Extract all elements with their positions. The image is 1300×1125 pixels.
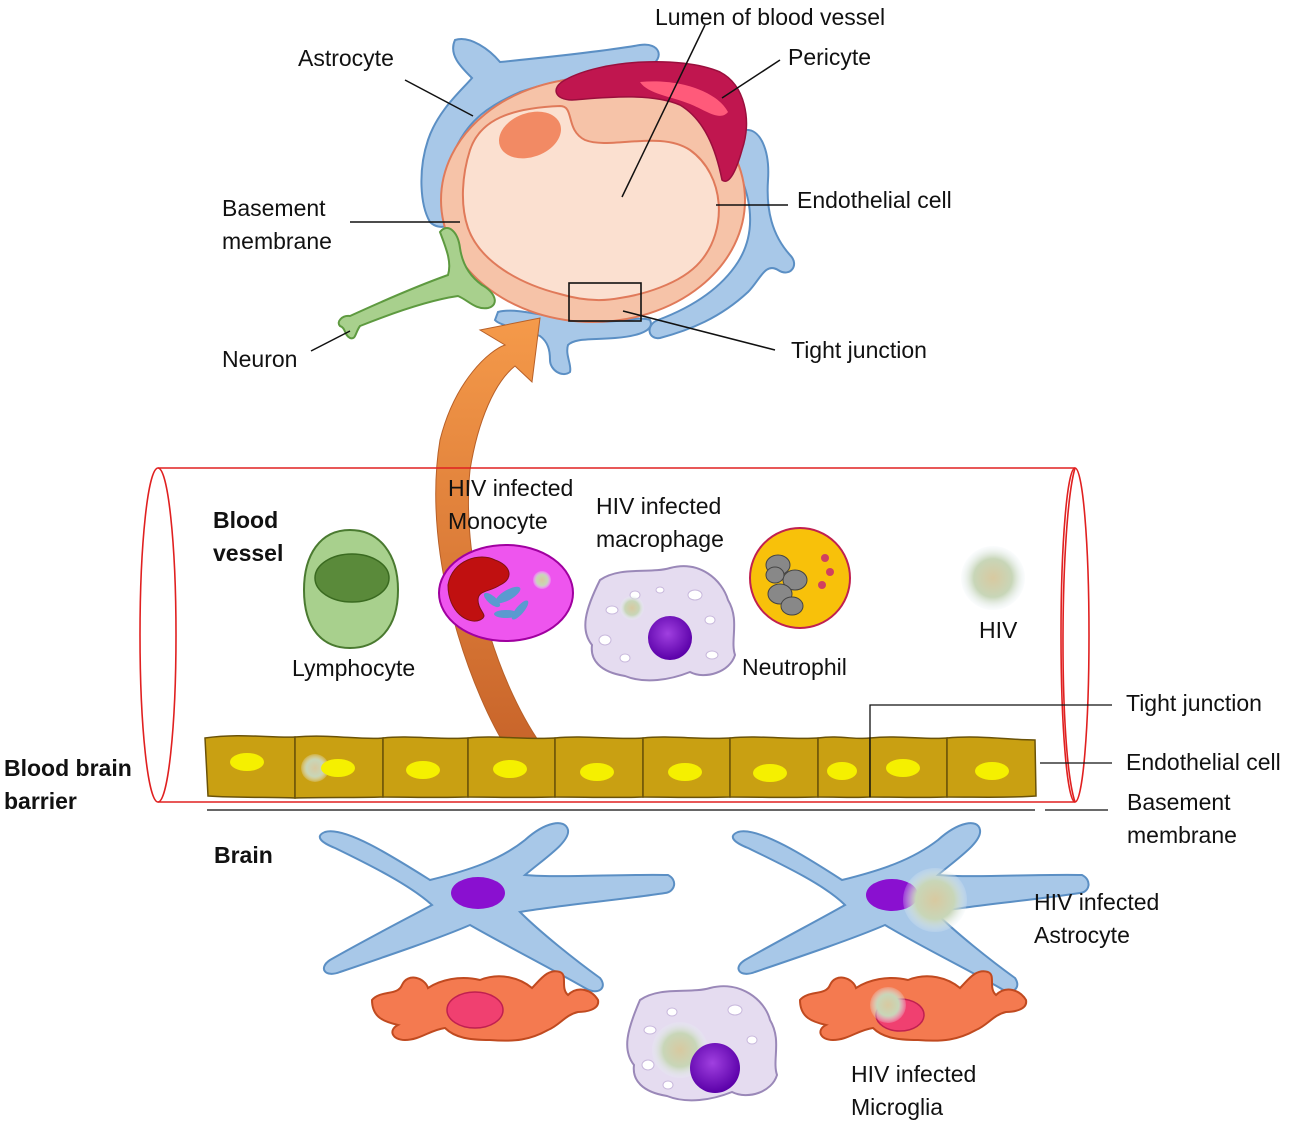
label-basement-membrane-bottom-line1: Basement <box>1127 789 1231 815</box>
label-hiv-monocyte-line1: HIV infected <box>448 475 574 501</box>
microglia-hiv-particle <box>870 987 906 1023</box>
label-blood-vessel: Blood vessel <box>213 504 283 570</box>
astrocyte-right-shape <box>648 128 796 340</box>
microglia-left-nucleus <box>446 991 504 1029</box>
label-basement-membrane-bottom-line2: membrane <box>1127 822 1237 848</box>
label-hiv-microglia: HIV infected Microglia <box>851 1058 976 1124</box>
label-basement-membrane-bottom: Basement membrane <box>1127 786 1237 852</box>
label-bbb-line2: barrier <box>4 788 77 814</box>
barrier-leader-lines <box>869 704 1112 811</box>
label-hiv-monocyte: HIV infected Monocyte <box>448 472 573 538</box>
label-hiv-microglia-line2: Microglia <box>851 1094 944 1120</box>
vessel-cross-section <box>310 24 796 376</box>
neutrophil-cell <box>749 527 851 629</box>
label-hiv-macrophage-line2: macrophage <box>596 526 724 552</box>
tight-junction-box <box>568 282 642 322</box>
label-endothelial-cell-top: Endothelial cell <box>797 187 952 213</box>
label-hiv-astrocyte-line2: Astrocyte <box>1034 922 1130 948</box>
pericyte-nucleus <box>640 81 728 116</box>
label-basement-membrane-top-line1: Basement <box>222 195 326 221</box>
macrophage-cell <box>584 565 737 682</box>
label-blood-vessel-line2: vessel <box>213 540 284 566</box>
neuron-shape <box>337 227 496 340</box>
astrocyte-hiv-particle <box>903 868 967 932</box>
endothelial-nucleus <box>499 111 561 159</box>
top-leader-lines <box>310 24 788 352</box>
label-basement-membrane-top-line2: membrane <box>222 228 332 254</box>
endothelial-nuclei <box>230 753 1009 782</box>
label-hiv-macrophage-line1: HIV infected <box>596 493 722 519</box>
label-lymphocyte: Lymphocyte <box>292 655 416 681</box>
label-neuron: Neuron <box>222 346 298 372</box>
label-blood-vessel-line1: Blood <box>213 507 279 533</box>
label-tight-junction-bottom: Tight junction <box>1126 690 1262 716</box>
label-hiv-monocyte-line2: Monocyte <box>448 508 548 534</box>
label-hiv: HIV <box>979 617 1018 643</box>
brain-astrocyte-nucleus <box>451 877 505 909</box>
label-hiv-astrocyte: HIV infected Astrocyte <box>1034 886 1159 952</box>
astrocyte-shape <box>420 38 660 228</box>
monocyte-cell <box>438 544 574 642</box>
label-tight-junction-top: Tight junction <box>791 337 927 363</box>
label-brain: Brain <box>214 842 273 868</box>
label-astrocyte: Astrocyte <box>298 45 394 71</box>
label-bbb-line1: Blood brain <box>4 755 132 781</box>
label-hiv-macrophage: HIV infected macrophage <box>596 490 724 556</box>
label-blood-brain-barrier: Blood brain barrier <box>4 752 132 818</box>
label-neutrophil: Neutrophil <box>742 654 847 680</box>
label-lumen: Lumen of blood vessel <box>655 4 886 30</box>
label-hiv-astrocyte-line1: HIV infected <box>1034 889 1160 915</box>
brain-macrophage-cell <box>626 985 779 1102</box>
label-pericyte: Pericyte <box>788 44 872 70</box>
brain-astrocyte-shape <box>318 822 676 993</box>
label-hiv-microglia-line1: HIV infected <box>851 1061 977 1087</box>
label-endothelial-cell-bottom: Endothelial cell <box>1126 749 1281 775</box>
hiv-particle <box>961 546 1025 610</box>
label-basement-membrane-top: Basement membrane <box>222 192 332 258</box>
blood-vessel-tube <box>139 467 1090 803</box>
lymphocyte-cell <box>302 528 400 650</box>
